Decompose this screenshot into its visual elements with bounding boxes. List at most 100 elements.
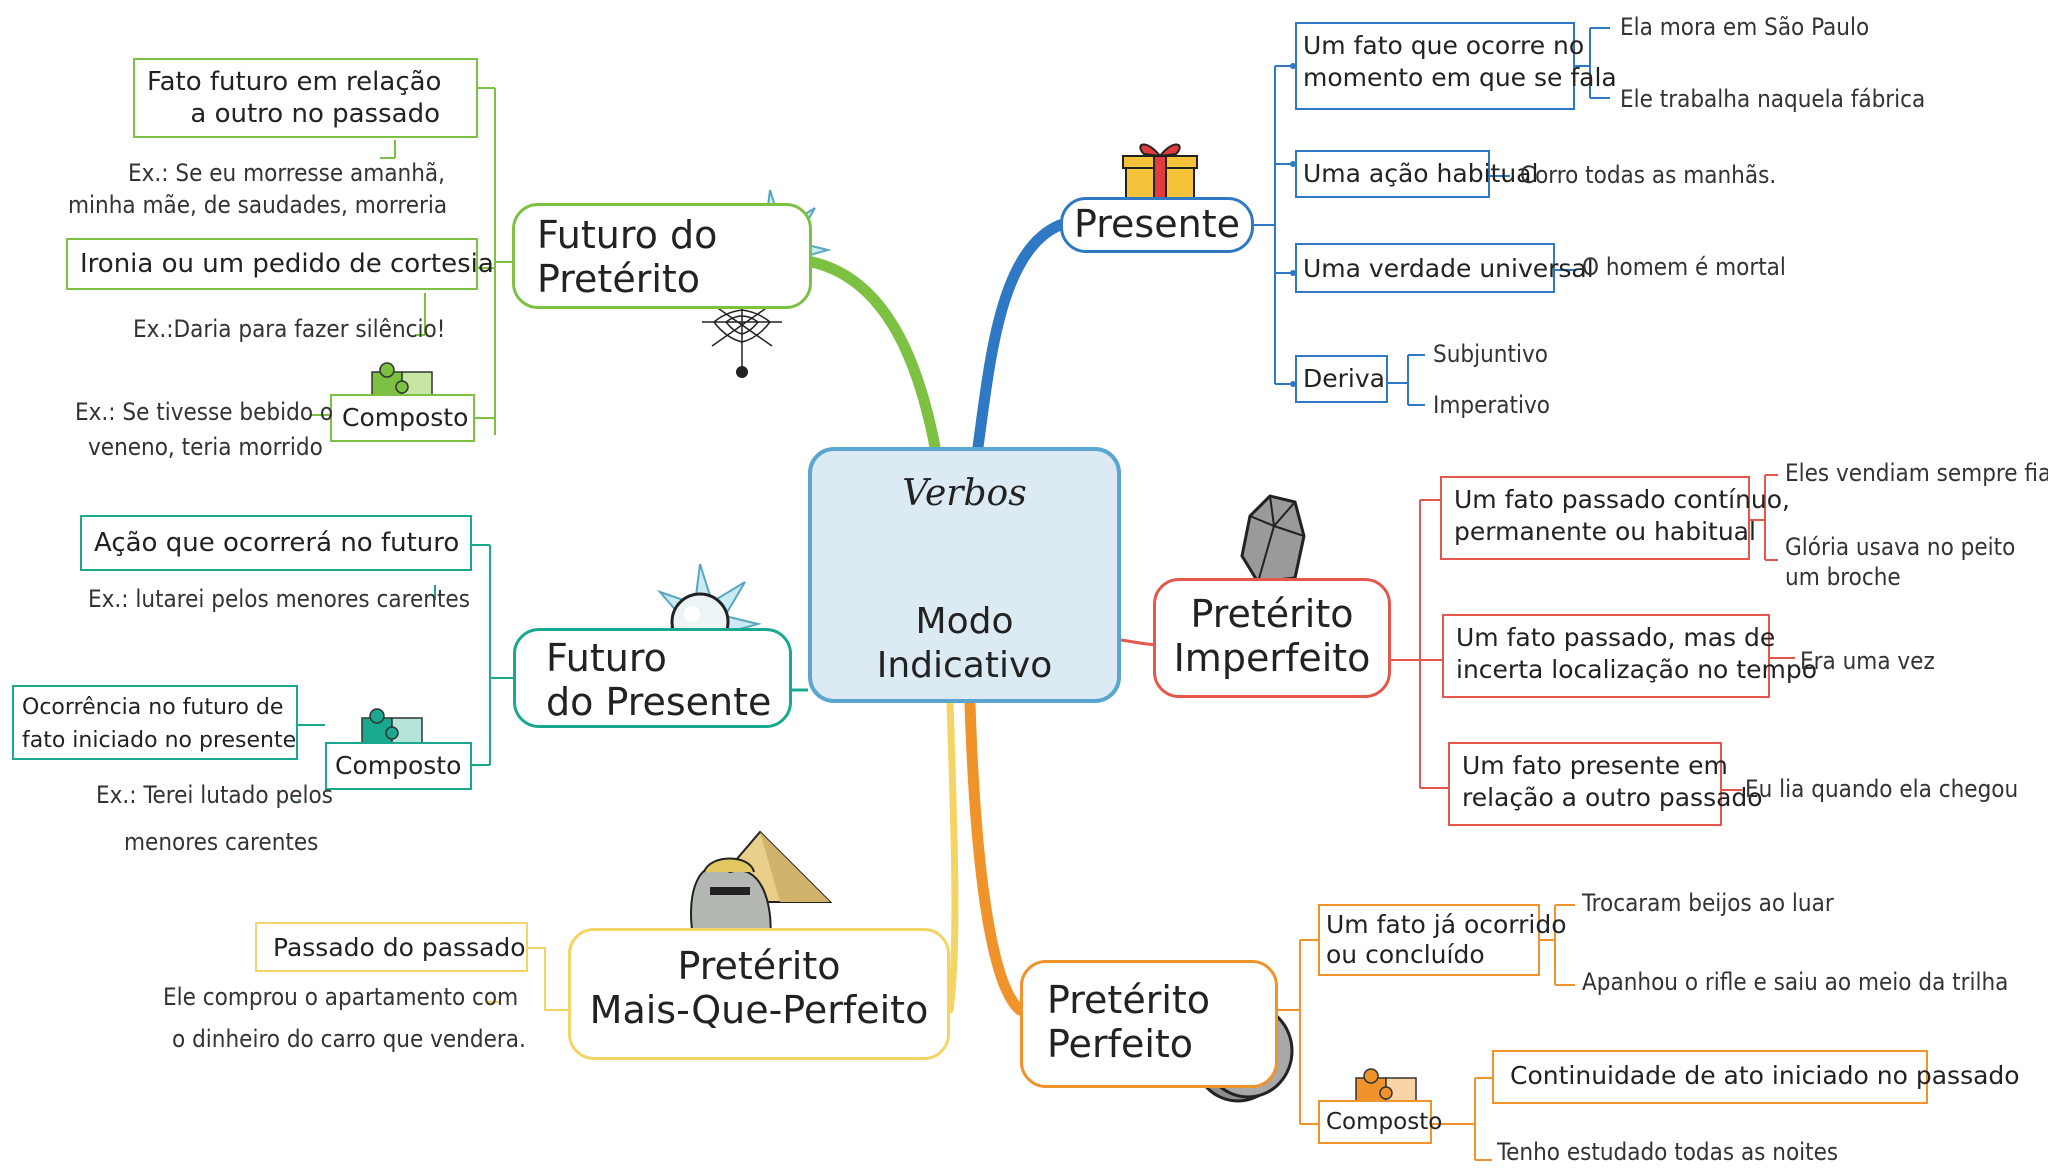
imperfeito-connectors [1391, 474, 1795, 791]
topic-preterito-mais-que-perfeito[interactable]: Pretérito Mais-Que-Perfeito [568, 928, 950, 1060]
spider-web-icon [702, 302, 782, 378]
mqp-item-passado[interactable]: Passado do passado [255, 922, 528, 972]
topic-futuro-preterito-line-2: Pretérito [537, 256, 701, 301]
perfeito-composto-description[interactable]: Continuidade de ato iniciado no passado [1492, 1050, 2020, 1104]
perfeito-item-concluido-line-1: Um fato já ocorrido [1326, 910, 1567, 939]
topic-mqp-line-2: Mais-Que-Perfeito [589, 987, 929, 1032]
imperfeito-item-incerta-line-2: incerta localização no tempo [1456, 655, 1817, 684]
topic-preterito-perfeito[interactable]: Pretérito Perfeito [1020, 960, 1278, 1088]
topic-preterito-imperfeito[interactable]: Pretérito Imperfeito [1153, 578, 1391, 698]
presente-item-verdade-label: Uma verdade universal [1303, 254, 1594, 283]
futuro-presente-composto-description-line-2: fato iniciado no presente [22, 728, 297, 753]
presente-item-deriva-label: Deriva [1303, 364, 1385, 393]
topic-mqp-line-1: Pretérito [677, 944, 841, 988]
futuro-presente-composto-description-line-1: Ocorrência no futuro de [22, 695, 284, 720]
mqp-example: Ele comprou o apartamento com [163, 983, 519, 1011]
topic-perfeito-line-1: Pretérito [1047, 978, 1211, 1022]
topic-futuro-presente-line-1: Futuro [546, 636, 667, 680]
presente-example: Ela mora em São Paulo [1620, 13, 1870, 41]
futuro-preterito-example: veneno, teria morrido [88, 433, 323, 461]
imperfeito-item-continuo-line-1: Um fato passado contínuo, [1454, 485, 1790, 514]
futuro-preterito-item-ironia[interactable]: Ironia ou um pedido de cortesia [66, 238, 494, 290]
futuro-preterito-item-fato[interactable]: Fato futuro em relação a outro no passad… [133, 58, 478, 138]
topic-imperfeito-line-2: Imperfeito [1173, 635, 1371, 680]
perfeito-composto[interactable]: Composto [1318, 1100, 1442, 1144]
perfeito-item-concluido[interactable]: Um fato já ocorrido ou concluído [1318, 904, 1567, 976]
futuro-presente-example: menores carentes [124, 828, 319, 856]
futuro-preterito-example: minha mãe, de saudades, morreria [68, 191, 448, 219]
imperfeito-example: Glória usava no peito [1785, 533, 2016, 561]
branch-mais-que-perfeito [946, 699, 959, 1014]
topic-imperfeito-line-1: Pretérito [1190, 592, 1354, 636]
imperfeito-example: um broche [1785, 563, 1901, 591]
futuro-presente-example: Ex.: Terei lutado pelos [96, 781, 333, 809]
futuro-presente-connectors [298, 544, 513, 801]
futuro-preterito-example: Ex.: Se eu morresse amanhã, [128, 159, 446, 187]
perfeito-composto-label: Composto [1326, 1109, 1443, 1135]
futuro-presente-item-acao-label: Ação que ocorrerá no futuro [94, 528, 460, 558]
imperfeito-example: Era uma vez [1800, 647, 1935, 675]
central-label-line-1: Modo [915, 601, 1014, 642]
presente-connectors [1254, 27, 1610, 406]
topic-presente[interactable]: Presente [1060, 197, 1254, 253]
futuro-preterito-item-fato-line-1: Fato futuro em relação [147, 67, 442, 97]
futuro-preterito-item-fato-line-2: a outro no passado [190, 99, 440, 129]
presente-dots [1290, 63, 1296, 387]
futuro-presente-composto[interactable]: Composto [325, 742, 472, 790]
presente-item-deriva[interactable]: Deriva [1295, 355, 1388, 403]
futuro-preterito-composto[interactable]: Composto [330, 394, 475, 442]
presente-item-habitual-label: Uma ação habitual [1303, 159, 1539, 188]
futuro-preterito-example: Ex.: Se tivesse bebido o [75, 398, 334, 426]
topic-futuro-preterito-line-1: Futuro do [537, 213, 718, 257]
presente-item-momento[interactable]: Um fato que ocorre no momento em que se … [1295, 22, 1617, 110]
presente-item-momento-line-1: Um fato que ocorre no [1303, 31, 1585, 60]
central-title: Verbos [902, 473, 1027, 514]
presente-example: O homem é mortal [1582, 253, 1786, 281]
perfeito-connectors [1278, 904, 1575, 1161]
central-topic[interactable]: Verbos Modo Indicativo [808, 447, 1121, 703]
presente-example: Corro todas as manhãs. [1520, 161, 1777, 189]
perfeito-item-concluido-line-2: ou concluído [1326, 940, 1485, 969]
topic-presente-label: Presente [1074, 202, 1240, 246]
imperfeito-item-continuo-line-2: permanente ou habitual [1454, 517, 1756, 546]
imperfeito-item-incerta[interactable]: Um fato passado, mas de incerta localiza… [1442, 614, 1817, 698]
imperfeito-example: Eles vendiam sempre fiado [1785, 459, 2048, 487]
futuro-presente-example: Ex.: lutarei pelos menores carentes [88, 585, 470, 613]
futuro-preterito-item-ironia-label: Ironia ou um pedido de cortesia [80, 249, 494, 279]
imperfeito-item-presente-line-2: relação a outro passado [1462, 783, 1763, 812]
imperfeito-item-presente-line-1: Um fato presente em [1462, 751, 1728, 780]
perfeito-example: Tenho estudado todas as noites [1497, 1138, 1839, 1166]
futuro-presente-item-acao[interactable]: Ação que ocorrerá no futuro [80, 515, 472, 571]
branch-futuro-preterito [806, 256, 941, 453]
mqp-example: o dinheiro do carro que vendera. [172, 1025, 526, 1053]
presente-example: Ele trabalha naquela fábrica [1620, 85, 1926, 113]
presente-item-habitual[interactable]: Uma ação habitual [1295, 150, 1538, 198]
futuro-presente-composto-label: Composto [335, 751, 462, 780]
perfeito-composto-description-label: Continuidade de ato iniciado no passado [1510, 1061, 2020, 1090]
perfeito-example: Apanhou o rifle e saiu ao meio da trilha [1582, 968, 2009, 996]
futuro-preterito-composto-label: Composto [342, 403, 469, 432]
presente-example: Imperativo [1433, 391, 1550, 419]
imperfeito-item-continuo[interactable]: Um fato passado contínuo, permanente ou … [1440, 476, 1790, 560]
sphinx-pyramid-icon [690, 830, 833, 943]
stone-icon [1240, 494, 1306, 584]
topic-futuro-do-preterito[interactable]: Futuro do Pretérito [512, 203, 812, 309]
futuro-preterito-example: Ex.:Daria para fazer silêncio! [133, 315, 446, 343]
perfeito-example: Trocaram beijos ao luar [1582, 889, 1834, 917]
imperfeito-item-incerta-line-1: Um fato passado, mas de [1456, 623, 1776, 652]
imperfeito-example: Eu lia quando ela chegou [1745, 775, 2019, 803]
presente-example: Subjuntivo [1433, 340, 1548, 368]
topic-futuro-do-presente[interactable]: Futuro do Presente [513, 628, 792, 728]
central-label-line-2: Indicativo [876, 645, 1053, 686]
topic-perfeito-line-2: Perfeito [1047, 1021, 1194, 1066]
presente-item-momento-line-2: momento em que se fala [1303, 63, 1617, 92]
branch-perfeito [964, 697, 1026, 1016]
mais-que-perfeito-connectors [488, 947, 568, 1011]
imperfeito-item-presente[interactable]: Um fato presente em relação a outro pass… [1448, 742, 1763, 826]
branch-presente [972, 219, 1066, 453]
futuro-preterito-connectors [310, 87, 512, 435]
topic-futuro-presente-line-2: do Presente [546, 679, 772, 724]
mqp-item-passado-label: Passado do passado [273, 933, 526, 962]
futuro-presente-composto-description[interactable]: Ocorrência no futuro de fato iniciado no… [12, 685, 298, 760]
presente-item-verdade[interactable]: Uma verdade universal [1295, 243, 1594, 293]
